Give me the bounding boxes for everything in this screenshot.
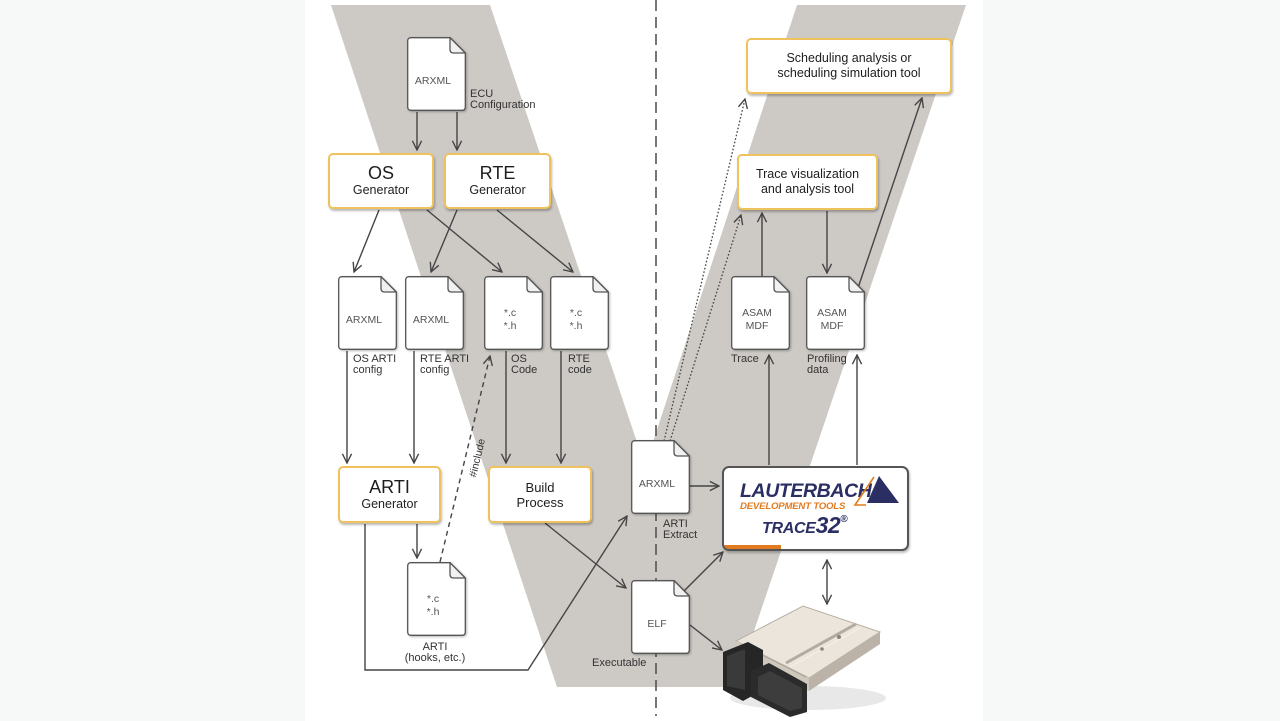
caption-arti-extract: ARTI Extract [663,518,698,541]
connector-edges [347,98,922,671]
edge-build-process-to-elf [544,522,626,588]
trace32-number: 32 [815,512,841,538]
document-arti-extract: ARXML [631,440,690,514]
os-generator-box: OS Generator [328,153,434,209]
edge-arti-extract-to-scheduling [663,99,745,442]
document-icon [631,580,690,654]
trace-visualization-tool-box: Trace visualization and analysis tool [737,154,878,210]
document-icon [338,276,397,350]
document-rte-arti-config: ARXML [405,276,464,350]
document-type: ARXML [414,74,452,87]
lauterbach-trace32-box: LAUTERBACH DEVELOPMENT TOOLS TRACE32® [722,466,909,551]
rte-generator-subtitle: Generator [469,183,526,197]
document-icon [806,276,865,350]
arti-generator-title: ARTI [369,476,410,497]
document-asam-mdf-trace: ASAM MDF [731,276,790,350]
caption-executable: Executable [592,657,647,669]
document-type: ARXML [412,313,450,326]
document-icon [405,276,464,350]
document-type: *.c *.h [503,307,517,332]
edge-os-generator-to-os-arti-config [354,209,380,272]
document-type: *.c *.h [426,593,440,618]
caption-rte-code: RTE code [568,353,592,376]
build-process-label: Build Process [516,479,564,510]
orange-accent-bar [724,545,781,549]
trace32-product-name: TRACE32® [762,512,848,539]
rte-generator-box: RTE Generator [444,153,551,209]
document-type: ARXML [638,477,676,490]
document-type: ASAM MDF [742,307,772,332]
document-ecu-configuration: ARXML [407,37,466,111]
caption-ecu-configuration: ECU Configuration [470,88,536,111]
arti-generator-subtitle: Generator [361,496,418,511]
lauterbach-logo-icon [853,476,899,506]
trace32-prefix: TRACE [762,520,816,537]
document-arti-hooks: *.c *.h [407,562,466,636]
document-icon [407,562,466,636]
os-generator-title: OS [367,163,394,183]
caption-arti-hooks: ARTI (hooks, etc.) [404,641,466,664]
caption-trace: Trace [731,353,759,365]
lauterbach-tagline: DEVELOPMENT TOOLS [740,501,846,512]
caption-os-arti-config: OS ARTI config [353,353,397,376]
build-process-box: Build Process [488,466,592,523]
document-icon [550,276,609,350]
document-type: ARXML [345,313,383,326]
document-elf: ELF [631,580,690,654]
edge-asam-profiling-to-scheduling [857,98,922,289]
ecu-hardware-image [723,605,886,717]
trace-visualization-label: Trace visualization and analysis tool [755,167,860,196]
document-type: ASAM MDF [817,307,847,332]
edge-elf-to-trace32 [682,552,723,593]
caption-os-code: OS Code [511,353,538,376]
edge-os-generator-to-os-code [426,209,502,272]
lauterbach-brand: LAUTERBACH [740,480,872,502]
edge-rte-generator-to-rte-arti-config [431,209,458,272]
document-type: *.c *.h [569,307,583,332]
document-icon [407,37,466,111]
document-os-code: *.c *.h [484,276,543,350]
document-icon [484,276,543,350]
registered-mark: ® [840,514,848,525]
rte-generator-title: RTE [479,163,516,183]
caption-rte-arti-config: RTE ARTI config [420,353,470,376]
arti-generator-box: ARTI Generator [338,466,441,523]
scheduling-tool-label: Scheduling analysis or scheduling simula… [777,51,921,80]
document-type: ELF [647,617,667,630]
document-icon [731,276,790,350]
edge-rte-generator-to-rte-code [496,209,573,272]
document-rte-code: *.c *.h [550,276,609,350]
edge-elf-to-ecu [689,624,722,650]
scheduling-tool-box: Scheduling analysis or scheduling simula… [746,38,952,94]
document-os-arti-config: ARXML [338,276,397,350]
caption-profiling-data: Profiling data [807,353,847,376]
document-icon [631,440,690,514]
edge-arti-generator-to-arti-extract [364,516,627,671]
os-generator-subtitle: Generator [352,183,410,197]
document-asam-mdf-profiling: ASAM MDF [806,276,865,350]
